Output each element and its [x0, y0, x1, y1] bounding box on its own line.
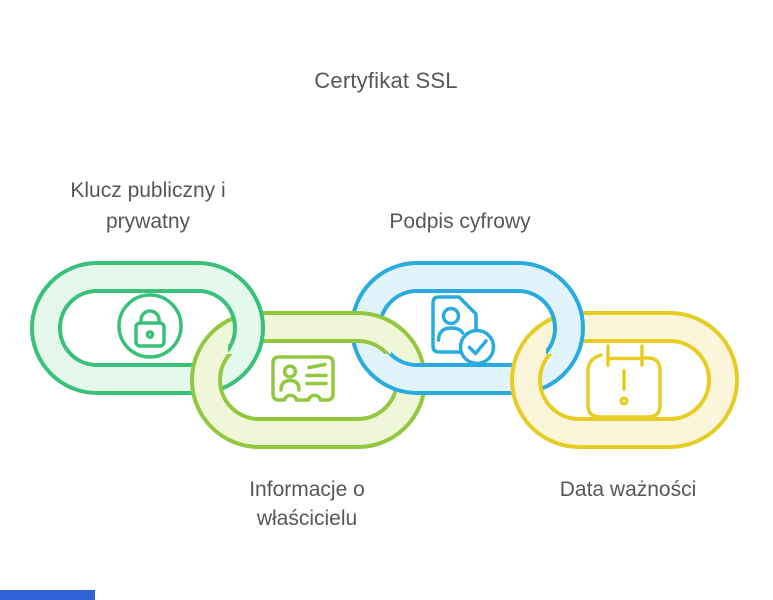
label-line: Klucz publiczny i	[70, 179, 226, 202]
label-line: Podpis cyfrowy	[389, 210, 531, 233]
bottom-blue-bar	[0, 590, 95, 600]
lock-icon	[117, 293, 183, 359]
verified-document-icon	[431, 295, 496, 366]
label-line: Data ważności	[559, 478, 697, 501]
label-line: Informacje o	[249, 478, 365, 501]
label-line: właścicielu	[256, 507, 358, 530]
page-title: Certyfikat SSL	[314, 68, 458, 93]
label-line: prywatny	[105, 210, 191, 233]
calendar-alert-icon	[586, 344, 662, 419]
label-data-waznosci: Data ważności	[560, 478, 697, 502]
id-card-icon	[271, 355, 335, 402]
label-informacje-o-wlascicielu: Informacje o właścicielu	[249, 475, 365, 533]
label-klucz-publiczny-i-prywatny: Klucz publiczny i prywatny	[70, 175, 225, 237]
label-podpis-cyfrowy: Podpis cyfrowy	[389, 210, 530, 234]
